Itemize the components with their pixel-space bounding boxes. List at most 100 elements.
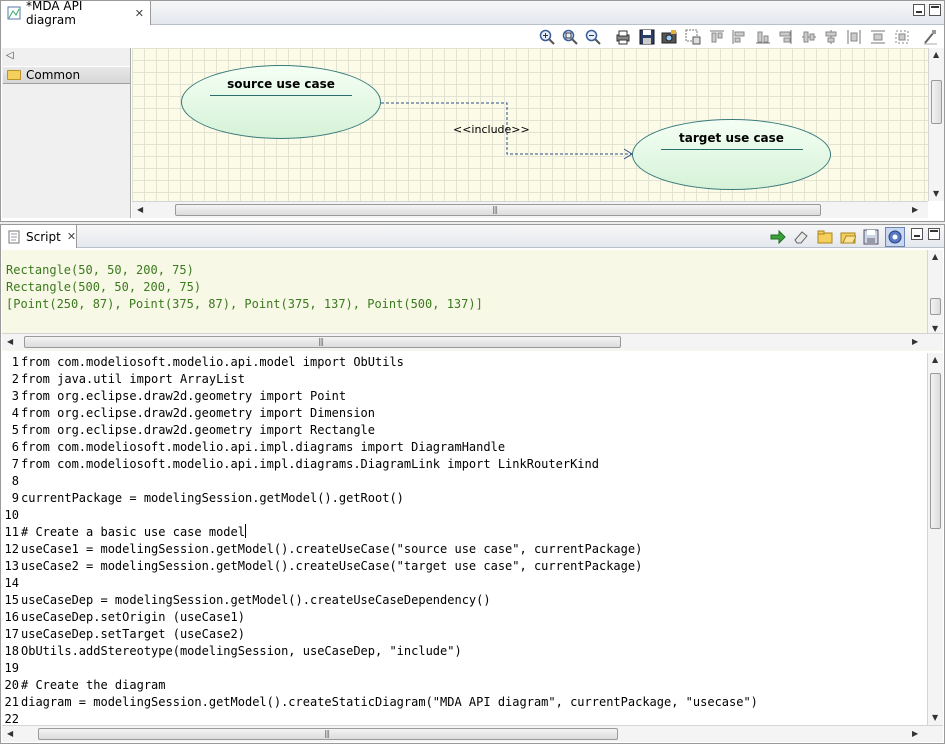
scroll-thumb[interactable] (930, 373, 941, 529)
scroll-thumb[interactable] (930, 298, 941, 315)
code-text: useCaseDep.setTarget (useCase2) (21, 627, 245, 641)
close-icon[interactable]: ✕ (134, 6, 144, 20)
align-center-icon[interactable] (823, 29, 839, 45)
camera-icon[interactable] (661, 29, 677, 45)
scroll-right-icon[interactable]: ▶ (912, 205, 919, 214)
code-text: diagram = modelingSession.getModel().cre… (21, 695, 758, 709)
line-number: 1 (11, 355, 19, 369)
line-number: 21 (4, 695, 19, 709)
line-number: 22 (4, 712, 19, 726)
line-number: 10 (4, 508, 19, 522)
scroll-thumb[interactable] (931, 80, 942, 124)
editor-tab-bar: *MDA API diagram ✕ (1, 0, 944, 27)
palette: ◁ Common (2, 48, 131, 218)
use-case-name: source use case (227, 77, 335, 91)
code-vertical-scrollbar[interactable]: ▲ ▼ (927, 353, 943, 725)
minimize-button[interactable] (911, 228, 923, 240)
open-folder-icon[interactable] (817, 229, 833, 245)
line-number: 14 (4, 576, 19, 590)
scroll-down-icon[interactable]: ▼ (932, 713, 939, 722)
line-number: 19 (4, 661, 19, 675)
maximize-button[interactable] (929, 4, 941, 16)
line-number: 18 (4, 644, 19, 658)
properties-icon[interactable] (922, 29, 938, 45)
tab-script[interactable]: Script ✕ (1, 225, 77, 248)
scroll-thumb[interactable]: ||| (24, 336, 621, 348)
palette-collapse-icon[interactable]: ◁ (6, 50, 14, 61)
code-line: 8 (2, 473, 21, 490)
output-horizontal-scrollbar[interactable]: ◀ ||| ▶ (2, 333, 943, 350)
scroll-up-icon[interactable]: ▲ (932, 355, 939, 364)
scroll-thumb[interactable]: ||| (175, 204, 821, 216)
clear-icon[interactable] (793, 229, 809, 245)
code-text: useCaseDep = modelingSession.getModel().… (21, 593, 491, 607)
palette-drawer-label: Common (26, 68, 81, 82)
zoom-in-icon[interactable] (539, 29, 555, 45)
line-number: 17 (4, 627, 19, 641)
scroll-left-icon[interactable]: ◀ (137, 205, 144, 214)
debug-icon[interactable] (885, 227, 905, 247)
canvas-horizontal-scrollbar[interactable]: ◀ ||| ▶ (132, 201, 928, 218)
align-middle-icon[interactable] (801, 29, 817, 45)
match-size-icon[interactable] (894, 29, 910, 45)
scroll-down-icon[interactable]: ▼ (933, 189, 940, 198)
scroll-up-icon[interactable]: ▲ (932, 252, 939, 261)
zoom-out-icon[interactable] (585, 29, 601, 45)
open-file-icon[interactable] (840, 229, 856, 245)
use-case-name: target use case (679, 131, 784, 145)
code-line: 10 (2, 507, 21, 524)
scroll-down-icon[interactable]: ▼ (932, 324, 939, 333)
canvas-vertical-scrollbar[interactable]: ▲ ▼ (928, 48, 944, 201)
code-text: from java.util import ArrayList (21, 372, 245, 386)
zoom-fit-icon[interactable] (562, 29, 578, 45)
source-use-case-node[interactable]: source use case (181, 65, 381, 139)
tab-mda-api-diagram[interactable]: *MDA API diagram ✕ (1, 0, 151, 27)
run-icon[interactable] (770, 229, 786, 245)
minimize-button[interactable] (913, 4, 925, 16)
align-top-icon[interactable] (709, 29, 725, 45)
scroll-thumb[interactable]: ||| (38, 728, 618, 740)
line-number: 7 (11, 457, 19, 471)
scroll-right-icon[interactable]: ▶ (912, 729, 919, 738)
editor-tab-label: *MDA API diagram (26, 0, 83, 27)
align-right-icon[interactable] (777, 29, 793, 45)
save-icon[interactable] (639, 29, 655, 45)
code-text: # Create the diagram (21, 678, 166, 692)
distribute-icon[interactable] (846, 29, 862, 45)
align-bottom-icon[interactable] (755, 29, 771, 45)
image-export-icon[interactable] (685, 29, 701, 45)
save-icon[interactable] (863, 229, 879, 245)
scroll-up-icon[interactable]: ▲ (933, 50, 940, 59)
code-horizontal-scrollbar[interactable]: ◀ ||| ▶ (2, 725, 943, 742)
close-icon[interactable]: ✕ (66, 230, 77, 243)
scroll-right-icon[interactable]: ▶ (912, 337, 919, 346)
output-vertical-scrollbar[interactable]: ▲ ▼ (927, 250, 943, 336)
target-use-case-node[interactable]: target use case (632, 119, 831, 190)
script-view-panel: Script ✕ Rectangle(50, 50, 200, 75) Rect… (0, 224, 945, 744)
align-left-icon[interactable] (731, 29, 747, 45)
distribute-vertical-icon[interactable] (870, 29, 886, 45)
include-dependency-link[interactable] (132, 48, 928, 201)
code-text: from org.eclipse.draw2d.geometry import … (21, 423, 376, 437)
diagram-canvas[interactable]: source use case target use case <<includ… (132, 48, 928, 201)
print-icon[interactable] (615, 29, 631, 45)
output-line: [Point(250, 87), Point(375, 87), Point(3… (6, 297, 483, 311)
maximize-button[interactable] (928, 228, 940, 240)
dependency-stereotype-label: <<include>> (453, 123, 530, 136)
line-number: 12 (4, 542, 19, 556)
code-text: from org.eclipse.draw2d.geometry import … (21, 389, 347, 403)
scroll-left-icon[interactable]: ◀ (7, 729, 14, 738)
script-tab-bar: Script ✕ (1, 225, 944, 248)
line-number: 5 (11, 423, 19, 437)
palette-drawer-common[interactable]: Common (3, 66, 130, 84)
scroll-left-icon[interactable]: ◀ (7, 337, 14, 346)
script-file-icon (7, 230, 21, 244)
